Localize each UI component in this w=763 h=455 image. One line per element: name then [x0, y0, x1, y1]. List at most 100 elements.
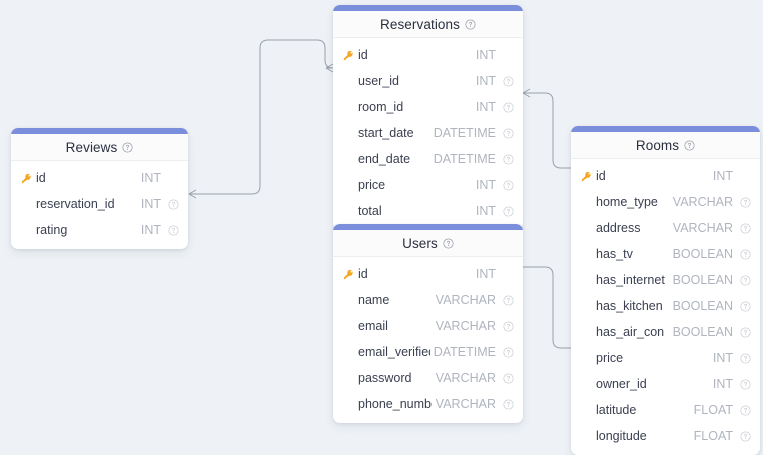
table-info-icon-wrap[interactable] [443, 237, 454, 249]
field-name: id [358, 48, 368, 62]
field-info-icon-wrap[interactable] [496, 127, 514, 139]
help-circle-icon[interactable] [740, 196, 751, 208]
table-info-icon-wrap[interactable] [684, 139, 695, 151]
table-info-icon-wrap[interactable] [465, 18, 476, 30]
field-info-icon-wrap[interactable] [161, 198, 179, 210]
table-header[interactable]: Reservations [333, 11, 523, 38]
help-circle-icon[interactable] [740, 222, 751, 234]
field-info-icon-wrap[interactable] [733, 430, 751, 442]
field-info-icon-wrap[interactable] [496, 294, 514, 306]
help-circle-icon[interactable] [740, 352, 751, 364]
help-circle-icon[interactable] [168, 198, 179, 210]
field-info-icon-wrap[interactable] [733, 300, 751, 312]
field-info-icon-wrap[interactable] [496, 398, 514, 410]
table-header[interactable]: Rooms [571, 132, 760, 159]
help-circle-icon[interactable] [503, 346, 514, 358]
help-circle-icon[interactable] [503, 320, 514, 332]
help-circle-icon[interactable] [740, 274, 751, 286]
help-circle-icon[interactable] [503, 101, 514, 113]
help-circle-icon[interactable] [503, 127, 514, 139]
help-circle-icon[interactable] [503, 205, 514, 217]
field-info-icon-wrap[interactable] [733, 378, 751, 390]
help-circle-icon[interactable] [503, 294, 514, 306]
field-info-icon-wrap[interactable] [496, 205, 514, 217]
help-circle-icon[interactable] [503, 372, 514, 384]
field-name: end_date [358, 152, 411, 166]
field-name: id [596, 169, 606, 183]
help-circle-icon[interactable] [503, 153, 514, 165]
field-info-icon-wrap[interactable] [496, 101, 514, 113]
field-type: INT [708, 169, 733, 183]
help-circle-icon[interactable] [465, 18, 476, 30]
help-circle-icon[interactable] [443, 237, 454, 249]
field-info-icon-wrap[interactable] [733, 222, 751, 234]
table-header[interactable]: Reviews [11, 134, 188, 161]
table-accent-bar [571, 126, 760, 132]
help-circle-icon[interactable] [740, 378, 751, 390]
field-info-icon-wrap[interactable] [496, 75, 514, 87]
field-info-icon-wrap[interactable] [733, 352, 751, 364]
field-row[interactable]: email_verified_atDATETIME [333, 339, 523, 365]
help-circle-icon[interactable] [740, 300, 751, 312]
table-info-icon-wrap[interactable] [122, 141, 133, 153]
field-info-icon-wrap[interactable] [733, 274, 751, 286]
field-row[interactable]: id INT [333, 42, 523, 68]
field-info-icon-wrap[interactable] [496, 372, 514, 384]
field-info-icon-wrap[interactable] [733, 404, 751, 416]
help-circle-icon[interactable] [503, 398, 514, 410]
help-circle-icon[interactable] [168, 224, 179, 236]
help-circle-icon[interactable] [740, 430, 751, 442]
field-type: INT [136, 223, 161, 237]
field-name: id [36, 171, 46, 185]
field-type: INT [471, 204, 496, 218]
help-circle-icon[interactable] [740, 248, 751, 260]
field-info-icon-wrap[interactable] [733, 326, 751, 338]
field-info-icon-wrap[interactable] [733, 248, 751, 260]
field-type: INT [471, 48, 496, 62]
field-info-icon-wrap[interactable] [496, 153, 514, 165]
help-circle-icon[interactable] [740, 404, 751, 416]
help-circle-icon[interactable] [503, 75, 514, 87]
help-circle-icon[interactable] [740, 326, 751, 338]
field-info-icon-wrap[interactable] [496, 320, 514, 332]
field-info-icon-wrap[interactable] [496, 179, 514, 191]
field-info-icon-wrap[interactable] [733, 196, 751, 208]
table-header[interactable]: Users [333, 230, 523, 257]
field-type: INT [136, 197, 161, 211]
help-circle-icon[interactable] [122, 141, 133, 153]
field-row[interactable]: phone_numberVARCHAR [333, 391, 523, 417]
field-info-icon-wrap[interactable] [161, 224, 179, 236]
field-info-icon-wrap[interactable] [496, 346, 514, 358]
help-circle-icon[interactable] [503, 179, 514, 191]
field-row[interactable]: id INT [571, 163, 760, 189]
help-circle-icon[interactable] [684, 139, 695, 151]
